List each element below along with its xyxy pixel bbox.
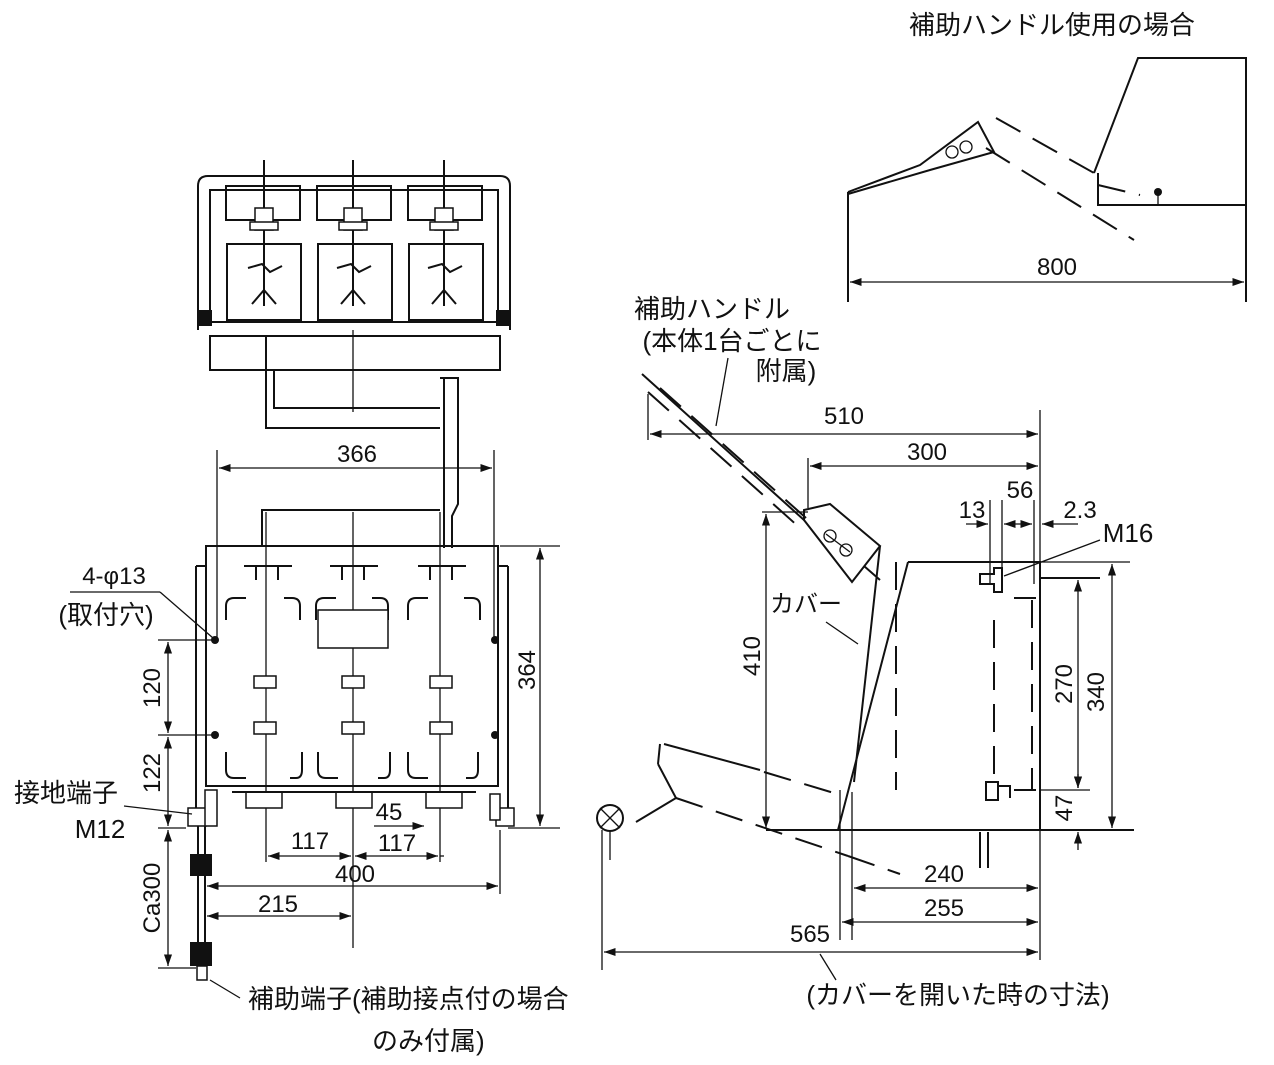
dim-120: 120	[139, 668, 166, 708]
dim-400: 400	[335, 861, 375, 888]
dim-45: 45	[376, 799, 403, 826]
dim-47: 47	[1051, 795, 1078, 822]
bolt-m16: M16	[1103, 518, 1154, 548]
aux-handle-label-2: (本体1台ごとに	[642, 326, 821, 356]
aux-handle-label-3: 附属)	[756, 356, 817, 386]
dim-122: 122	[139, 753, 166, 793]
pole-1	[247, 160, 283, 306]
pole-2	[336, 160, 372, 306]
dim-565: 565	[790, 921, 830, 948]
dim-240: 240	[924, 861, 964, 888]
mount-hole-spec: 4-φ13	[82, 563, 146, 590]
aux-handle-use-title: 補助ハンドル使用の場合	[909, 10, 1195, 40]
side-view: 補助ハンドル (本体1台ごとに 附属) 510 300 13 56 2.3 M1…	[596, 294, 1154, 1010]
dim-410: 410	[739, 636, 766, 676]
dim-13: 13	[959, 497, 986, 524]
dim-255: 255	[924, 895, 964, 922]
aux-terminal-line2: のみ付属)	[372, 1026, 485, 1056]
dim-ca300: Ca300	[139, 863, 166, 934]
dim-340: 340	[1083, 672, 1110, 712]
cover-label: カバー	[770, 591, 842, 618]
aux-handle-use-view: 補助ハンドル使用の場合 800	[847, 10, 1247, 302]
dim-800: 800	[1037, 254, 1077, 281]
ground-terminal-size: M12	[75, 814, 126, 844]
mount-hole-name: (取付穴)	[58, 600, 153, 630]
aux-handle-label-1: 補助ハンドル	[634, 294, 790, 324]
dim-2-3: 2.3	[1063, 497, 1096, 524]
dim-270: 270	[1051, 664, 1078, 704]
aux-terminal-line1: 補助端子(補助接点付の場合	[248, 984, 569, 1014]
dim-56: 56	[1007, 477, 1034, 504]
dim-117-left: 117	[291, 828, 329, 855]
front-view: 366	[14, 160, 569, 1056]
dim-215: 215	[258, 891, 298, 918]
ground-terminal-label: 接地端子	[14, 778, 118, 808]
dim-366: 366	[337, 441, 377, 468]
dim-510: 510	[824, 403, 864, 430]
open-cover-note: (カバーを開いた時の寸法)	[806, 980, 1109, 1010]
dim-300: 300	[907, 439, 947, 466]
dim-364: 364	[514, 650, 541, 690]
dim-117-right: 117	[378, 830, 416, 857]
pole-3	[427, 160, 463, 306]
